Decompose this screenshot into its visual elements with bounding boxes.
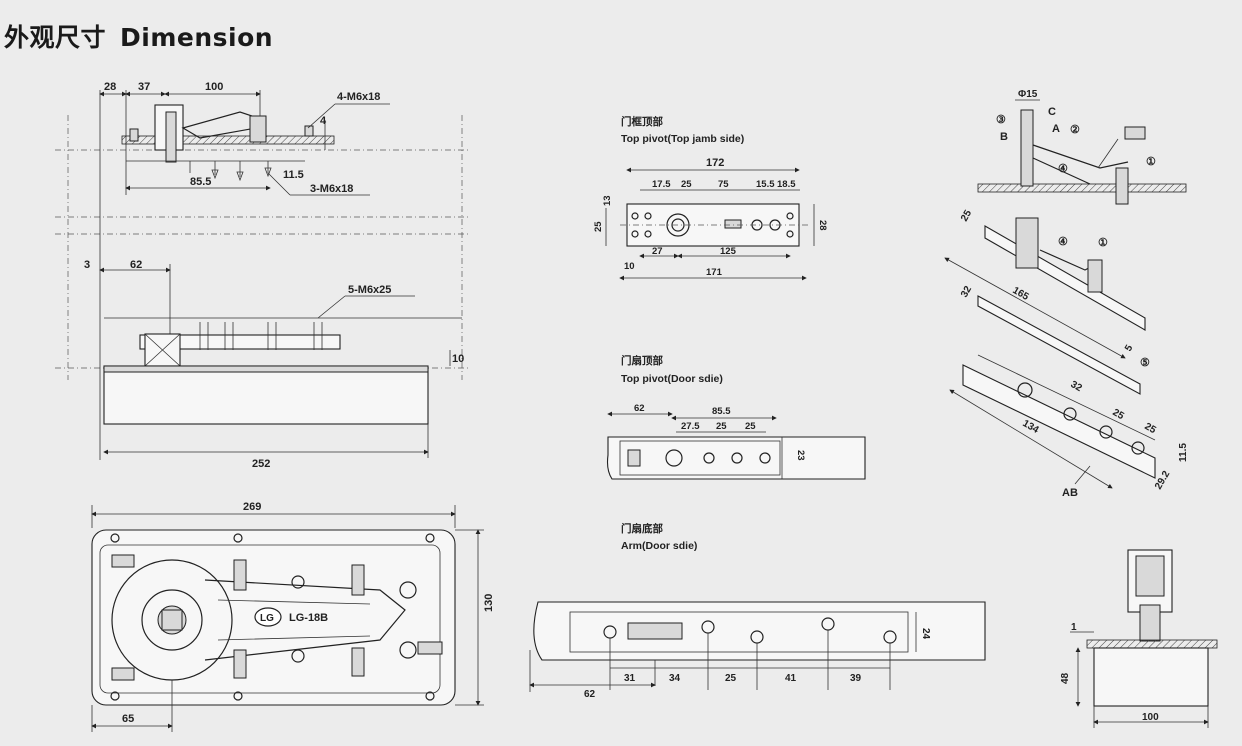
dim-41: 41 <box>785 673 797 684</box>
caption-arm-cn: 门扇底部 <box>621 522 663 535</box>
dim-172: 172 <box>706 157 724 169</box>
label-a: A <box>1052 123 1060 135</box>
label-5-m6x25: 5-M6x25 <box>348 284 391 296</box>
dim-15-5: 15.5 <box>756 179 775 190</box>
dim-39: 39 <box>850 673 862 684</box>
dim-25-arm: 25 <box>725 673 737 684</box>
dim-28: 28 <box>817 220 828 231</box>
dim-62: 62 <box>130 259 142 271</box>
label-circ3: ③ <box>996 114 1006 126</box>
dim-29-2: 29.2 <box>1153 469 1172 492</box>
dim-62-arm: 62 <box>584 689 596 700</box>
dim-27: 27 <box>652 246 663 257</box>
dim-18-5: 18.5 <box>777 179 796 190</box>
label-iso-circ4: ④ <box>1058 236 1068 248</box>
top-plan-view: 269 130 LG LG-18B 65 <box>91 501 495 732</box>
label-circ4: ④ <box>1058 163 1068 175</box>
dim-171: 171 <box>706 267 723 278</box>
dim-3: 3 <box>84 259 90 271</box>
dim-252: 252 <box>252 458 270 470</box>
label-iso-circ1: ① <box>1098 237 1108 249</box>
dim-13: 13 <box>602 195 613 206</box>
dim-25-iso-c: 25 <box>1143 421 1159 436</box>
dim-28: 28 <box>104 81 116 93</box>
dim-100: 100 <box>205 81 223 93</box>
dim-125: 125 <box>720 246 737 257</box>
dim-1-side: 1 <box>1071 622 1077 633</box>
dim-165: 165 <box>1011 285 1031 303</box>
dim-23: 23 <box>795 450 806 461</box>
label-phi15: Φ15 <box>1018 89 1038 100</box>
dim-269: 269 <box>243 501 261 513</box>
label-circ2: ② <box>1070 124 1080 136</box>
label-4-m6x18: 4-M6x18 <box>337 91 380 103</box>
label-ab: AB <box>1062 487 1078 499</box>
dim-25-c: 25 <box>716 421 727 432</box>
dim-10-jamb: 10 <box>624 261 635 272</box>
dim-32-iso-a: 32 <box>959 284 974 300</box>
label-3-m6x18: 3-M6x18 <box>310 183 353 195</box>
dim-5-iso: 5 <box>1123 343 1136 354</box>
dim-100-side: 100 <box>1142 712 1159 723</box>
dim-17-5: 17.5 <box>652 179 671 190</box>
dim-25-b: 25 <box>593 221 604 232</box>
caption-arm-en: Arm(Door sdie) <box>621 540 697 552</box>
caption-door-cn: 门扇顶部 <box>621 354 663 367</box>
title-en: Dimension <box>120 23 274 52</box>
caption-jamb-en: Top pivot(Top jamb side) <box>621 133 744 145</box>
top-pivot-door: 门扇顶部 Top pivot(Door sdie) 62 85.5 27.5 2… <box>606 354 866 480</box>
dim-25-d: 25 <box>745 421 756 432</box>
title-cn: 外观尺寸 <box>4 23 107 52</box>
side-view: 1 48 100 <box>1060 549 1218 728</box>
dim-75: 75 <box>718 179 729 190</box>
dim-85-5: 85.5 <box>190 176 211 188</box>
label-circ1: ① <box>1146 156 1156 168</box>
dim-10: 10 <box>452 353 464 365</box>
dim-11-5-iso: 11.5 <box>1178 443 1189 462</box>
label-b: B <box>1000 131 1008 143</box>
dim-37: 37 <box>138 81 150 93</box>
dim-24: 24 <box>920 628 931 640</box>
dim-48: 48 <box>1060 672 1071 684</box>
dim-32-iso-b: 32 <box>1069 379 1085 394</box>
arm-door: 门扇底部 Arm(Door sdie) 24 31 34 25 41 39 62 <box>529 522 986 700</box>
dim-25-a: 25 <box>681 179 692 190</box>
dim-85-5-door: 85.5 <box>712 406 731 417</box>
exploded-view: 25 ④ ① 32 165 5 ⑤ 32 25 25 134 11.5 29.2… <box>944 208 1189 499</box>
dim-62-door: 62 <box>634 403 645 414</box>
badge-lg: LG <box>260 613 274 624</box>
dim-65: 65 <box>122 713 134 725</box>
dim-130: 130 <box>483 594 495 612</box>
caption-door-en: Top pivot(Door sdie) <box>621 373 723 385</box>
assembly-detail: Φ15 C ③ A ② B ④ ① <box>977 89 1187 205</box>
label-c: C <box>1048 106 1056 118</box>
dim-34: 34 <box>669 673 681 684</box>
dim-31: 31 <box>624 673 636 684</box>
caption-jamb-cn: 门框顶部 <box>621 115 663 128</box>
dim-11-5: 11.5 <box>283 169 304 181</box>
page-title: 外观尺寸 Dimension <box>4 18 273 54</box>
model-label: LG-18B <box>289 612 328 624</box>
dim-27-5: 27.5 <box>681 421 700 432</box>
top-pivot-jamb: 门框顶部 Top pivot(Top jamb side) 172 17.5 2… <box>593 115 828 281</box>
front-view: 28 37 100 4-M6x18 4 85.5 11.5 3-M6x18 3 … <box>55 81 470 470</box>
label-iso-circ5: ⑤ <box>1140 357 1150 369</box>
dim-25-iso: 25 <box>959 208 974 224</box>
dim-25-iso-b: 25 <box>1111 407 1127 422</box>
dim-4: 4 <box>320 115 327 127</box>
